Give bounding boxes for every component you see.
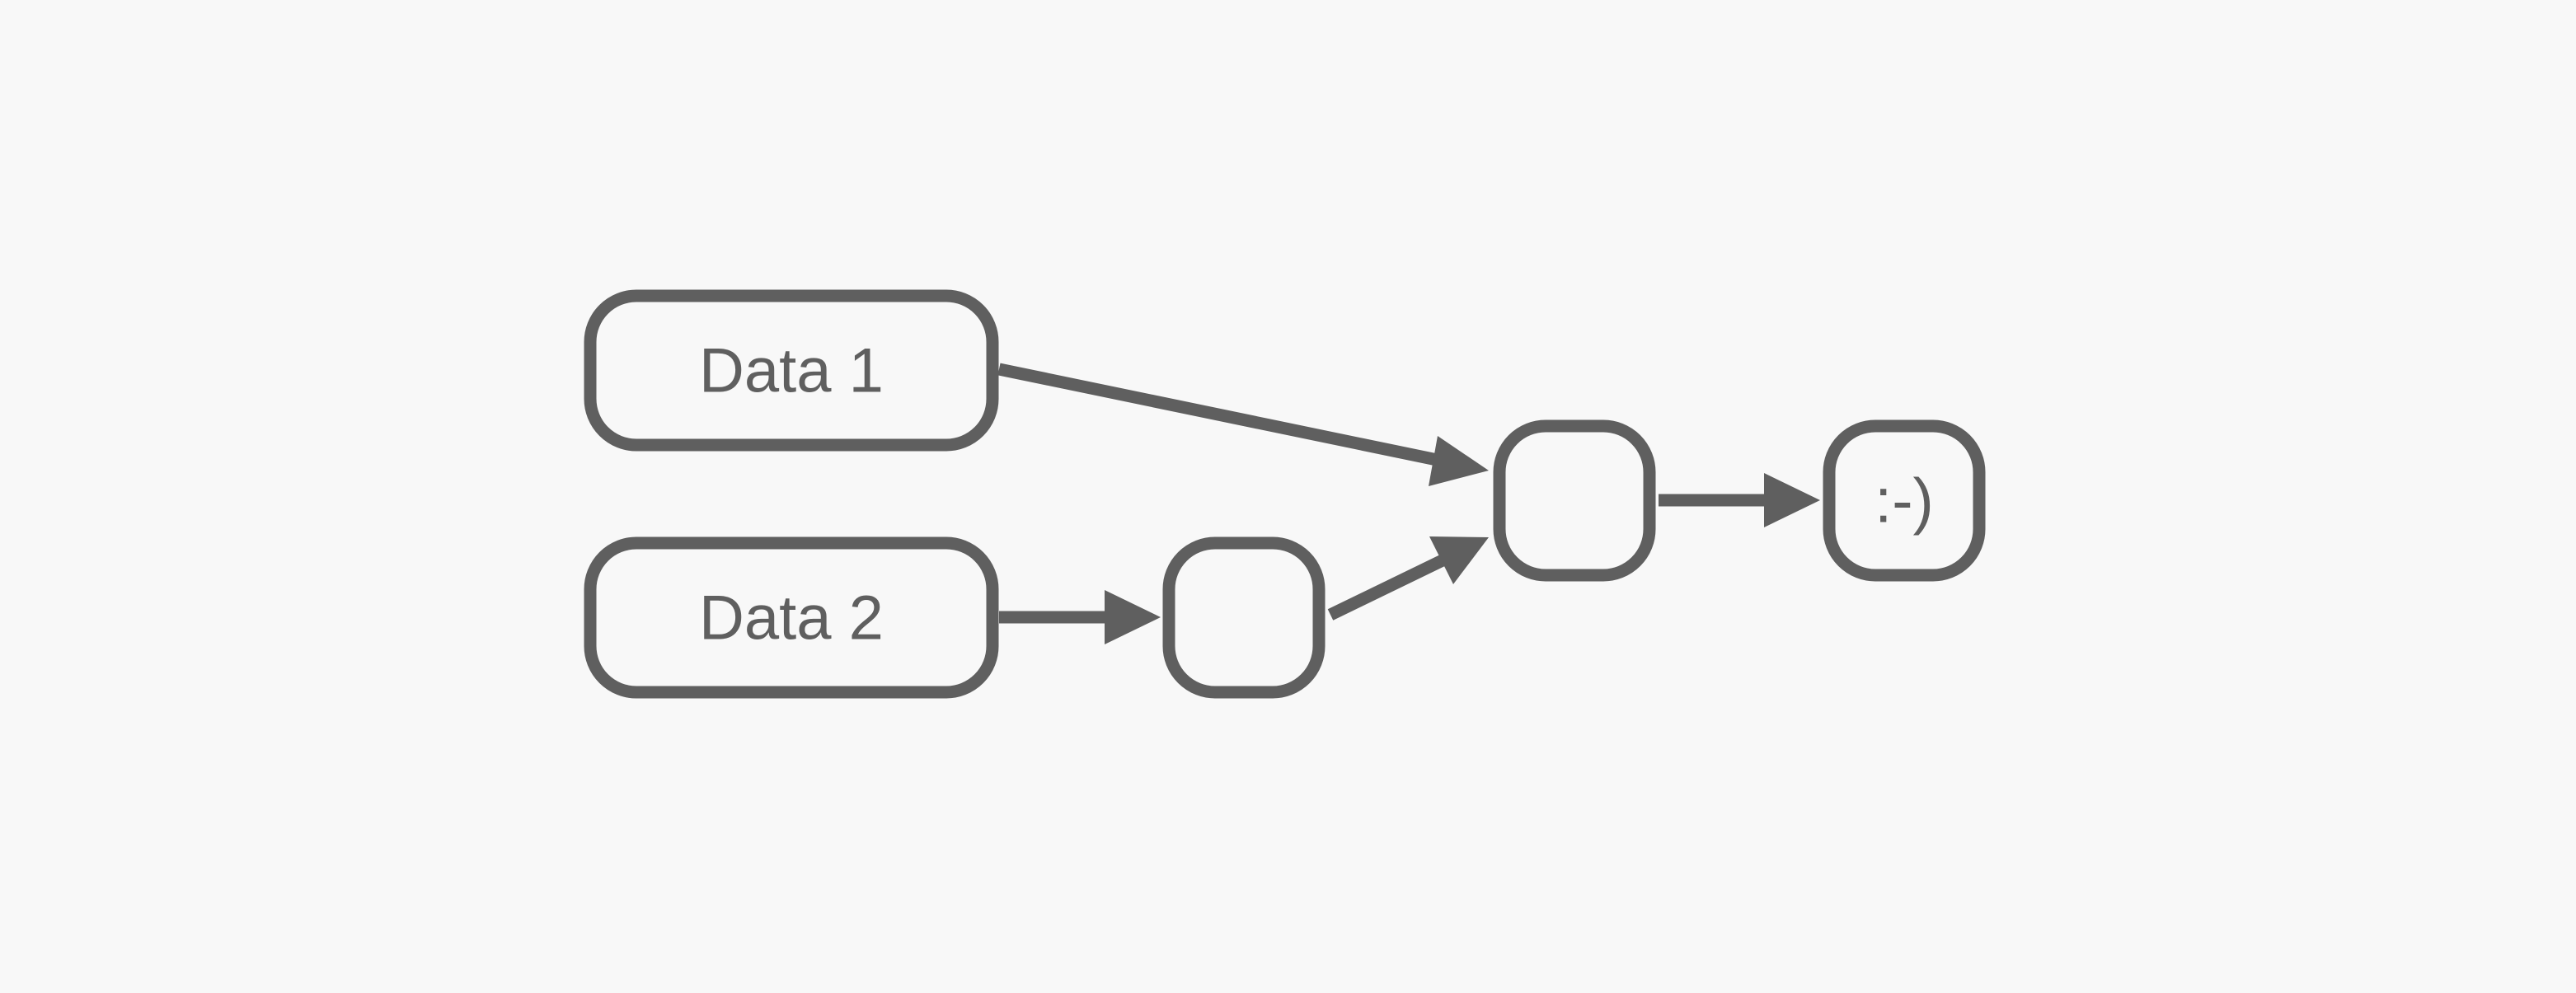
edge-process-a-to-process-b xyxy=(1327,536,1489,621)
edge-data2-to-process-a xyxy=(999,590,1161,644)
node-process-b[interactable] xyxy=(1493,419,1656,582)
node-data2[interactable]: Data 2 xyxy=(584,536,999,699)
node-output-label: :-) xyxy=(1875,466,1934,536)
node-process-a[interactable] xyxy=(1162,536,1326,699)
edge-process-b-to-output xyxy=(1659,473,1820,527)
node-data2-label: Data 2 xyxy=(699,583,884,653)
node-data1-label: Data 1 xyxy=(699,336,884,406)
node-data1[interactable]: Data 1 xyxy=(584,289,999,452)
edges xyxy=(997,363,1820,644)
edge-data1-to-process-b xyxy=(997,363,1489,486)
nodes: Data 1 Data 2 :-) xyxy=(584,289,1986,699)
node-output[interactable]: :-) xyxy=(1823,419,1986,582)
